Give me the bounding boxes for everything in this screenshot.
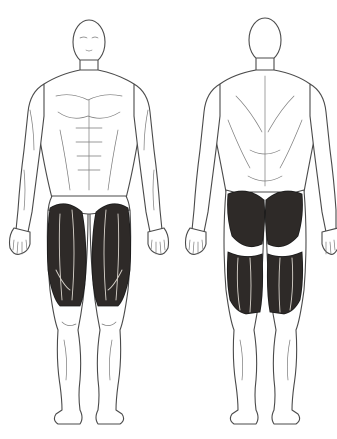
quadriceps-right [92,204,131,306]
back-glutes [228,191,303,247]
quadriceps-left [47,204,86,306]
back-hand-right [322,228,337,254]
front-hand-left [10,228,31,254]
back-hand-left [186,228,207,254]
front-figure [10,20,169,424]
hamstrings-left [227,252,262,314]
back-arm-left [192,84,220,232]
front-quadriceps [47,204,130,306]
hamstrings-right [267,252,302,314]
back-arm-right [310,84,336,232]
back-head [249,18,281,62]
front-arm-left [16,84,44,232]
front-arm-right [134,84,162,232]
back-hamstrings [227,252,302,314]
front-head [73,20,105,64]
back-figure [186,18,337,424]
front-hand-right [148,228,169,254]
